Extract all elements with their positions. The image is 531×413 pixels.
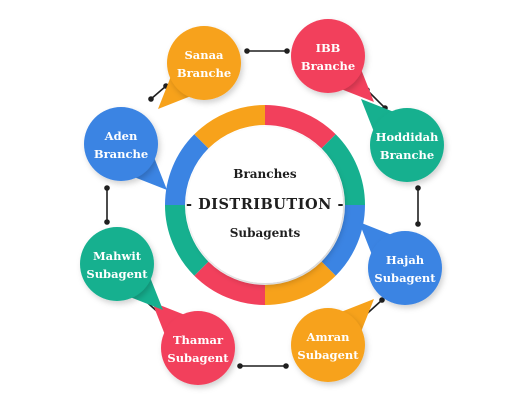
node-label-line1: Sanaa	[184, 48, 224, 62]
center-bottom-label: Subagents	[230, 226, 301, 240]
node-ibb: IBB Branche	[291, 19, 374, 102]
node-bubble	[370, 108, 444, 182]
node-tail	[129, 276, 163, 310]
node-label-line1: Hoddidah	[376, 130, 439, 144]
center-ring	[165, 105, 365, 305]
ring-segment	[165, 134, 209, 205]
connector-dot	[148, 96, 154, 102]
connector-dot	[237, 363, 243, 369]
center-top-label: Branches	[233, 167, 297, 181]
node-label-line1: Aden	[104, 129, 138, 143]
node-tail	[340, 68, 374, 102]
node-label-line2: Branche	[301, 59, 355, 73]
node-label-line2: Subagent	[86, 267, 148, 281]
center-main-label: - DISTRIBUTION -	[186, 196, 344, 213]
node-label-line1: IBB	[316, 41, 341, 55]
node-bubble	[161, 311, 235, 385]
center-circle	[187, 127, 343, 283]
connector-dot	[283, 363, 289, 369]
ring-segment	[194, 261, 265, 305]
connector-dot	[244, 48, 250, 54]
node-label-line2: Branche	[94, 147, 148, 161]
node-tail	[158, 75, 192, 109]
connector-dot	[415, 221, 421, 227]
node-label-line1: Amran	[306, 330, 351, 344]
connector-dot	[284, 48, 290, 54]
node-label-line2: Subagent	[297, 348, 359, 362]
node-tail	[340, 299, 374, 333]
node-label-line1: Mahwit	[93, 249, 142, 263]
node-bubble	[167, 26, 241, 100]
node-label-line2: Branche	[380, 148, 434, 162]
node-label-line1: Hajah	[386, 253, 425, 267]
node-label-line2: Subagent	[374, 271, 436, 285]
node-label-line1: Thamar	[173, 333, 224, 347]
ring-segment	[265, 105, 336, 149]
node-tail	[133, 156, 167, 190]
connector-dot	[104, 219, 110, 225]
node-tail	[152, 302, 186, 336]
node-label-line2: Branche	[177, 66, 231, 80]
connector-dot	[415, 185, 421, 191]
connector-line	[150, 85, 167, 100]
node-tail	[359, 222, 393, 256]
ring-segment	[165, 205, 209, 276]
node-bubble	[291, 308, 365, 382]
node-bubble	[80, 227, 154, 301]
ring-segment	[321, 205, 365, 276]
node-bubble	[291, 19, 365, 93]
node-bubble	[368, 231, 442, 305]
node-bubbles: SanaaBrancheIBBBrancheHoddidahBrancheHaj…	[80, 19, 444, 385]
node-label-line2: Subagent	[167, 351, 229, 365]
ring-segment	[265, 261, 336, 305]
connector-dot	[379, 297, 385, 303]
connector-dot	[104, 185, 110, 191]
ring-segment	[194, 105, 265, 149]
node-bubble	[84, 107, 158, 181]
ring-segment	[321, 134, 365, 205]
node-tail	[361, 99, 395, 133]
